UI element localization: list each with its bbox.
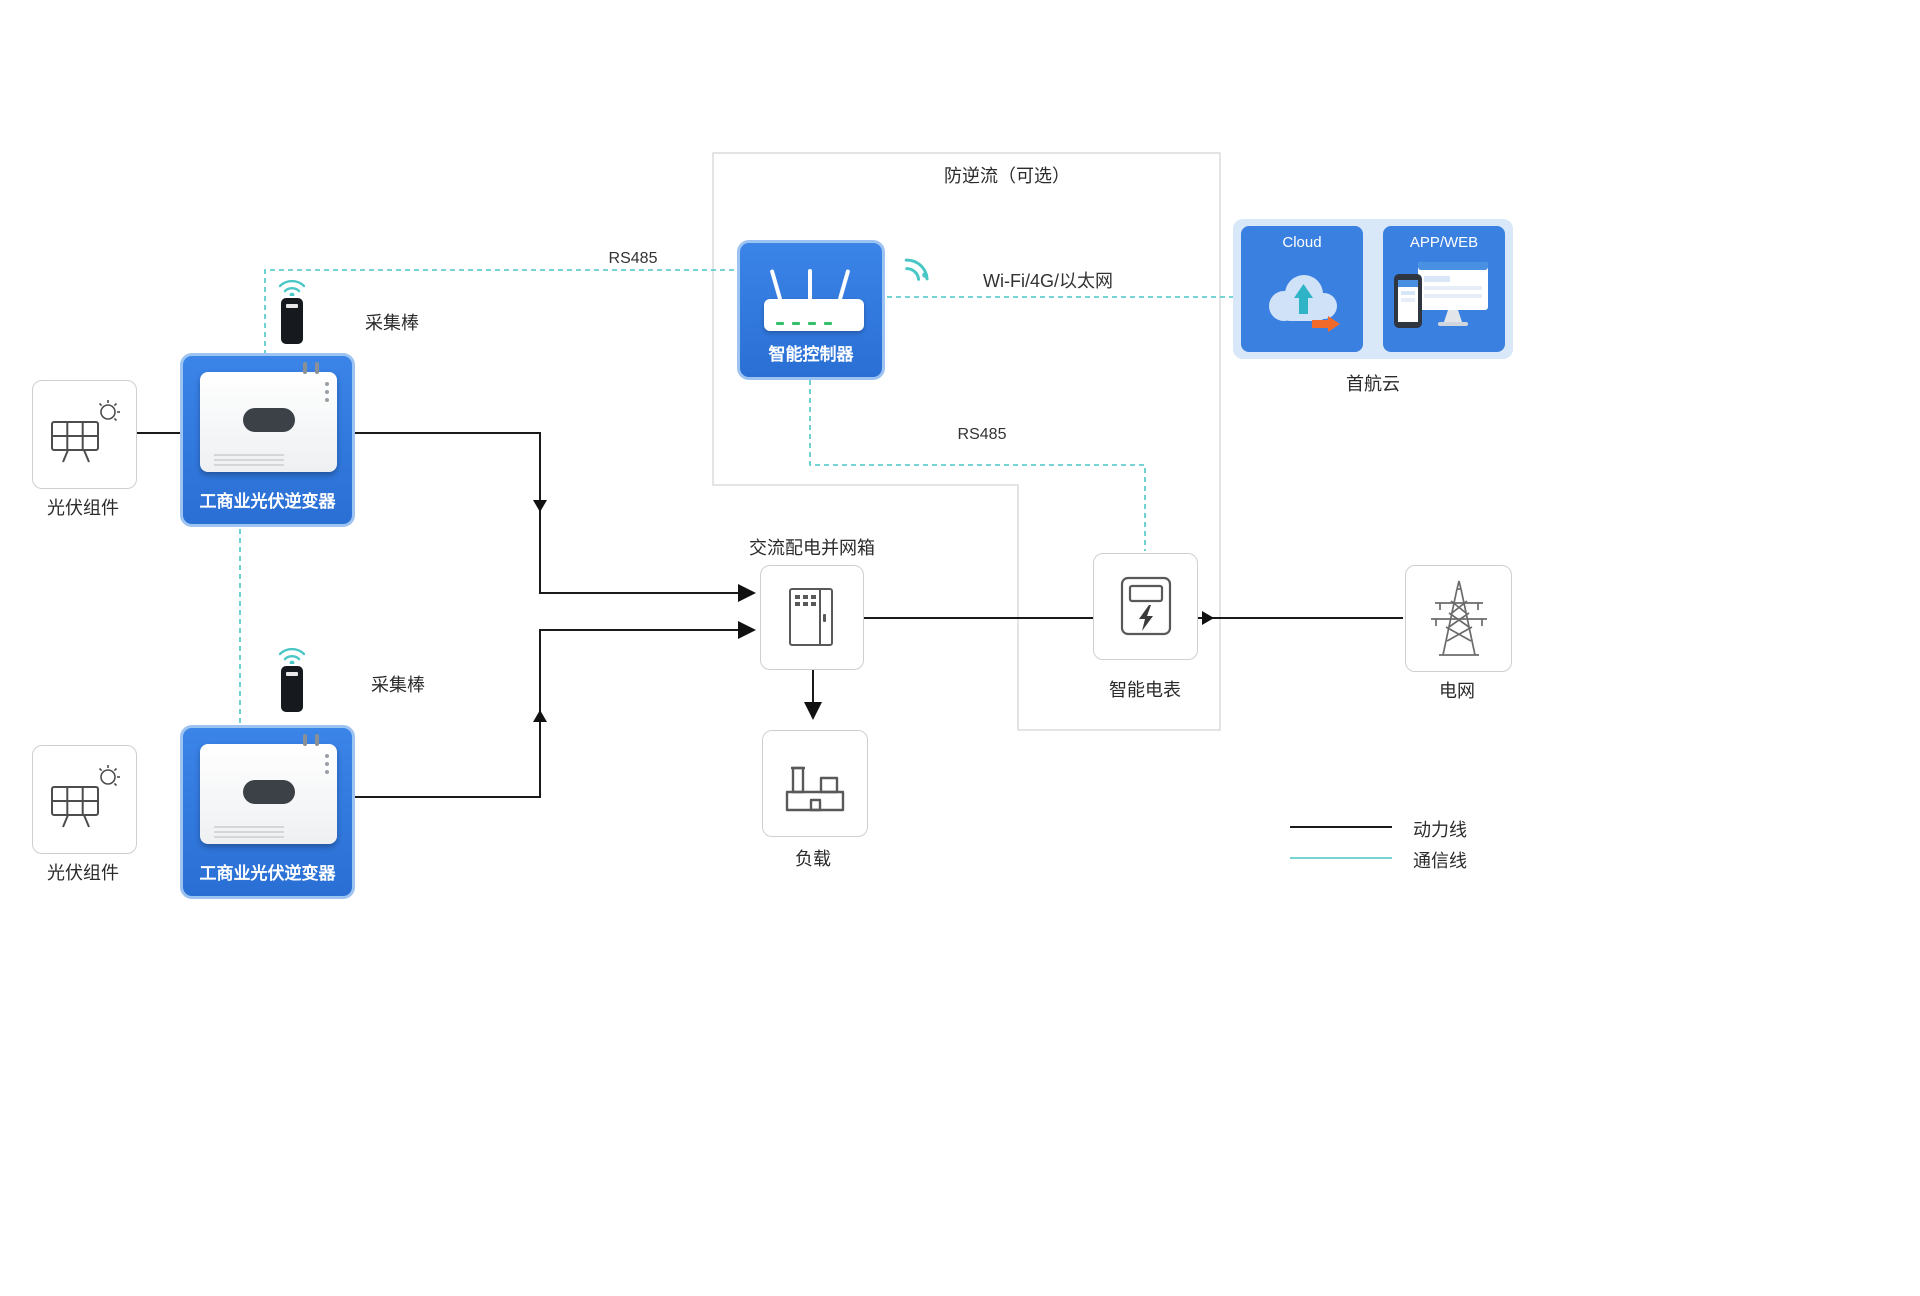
stick-device bbox=[281, 666, 303, 712]
legend-comm-label: 通信线 bbox=[1413, 851, 1467, 871]
cloud-group: Cloud APP/WEB bbox=[1233, 219, 1513, 359]
smart-meter-box bbox=[1093, 553, 1198, 660]
router-antenna-icon bbox=[808, 269, 812, 301]
ac-distribution-box bbox=[760, 565, 864, 670]
appweb-panel: APP/WEB bbox=[1383, 226, 1505, 352]
inverter-1: 工商业光伏逆变器 bbox=[180, 353, 355, 527]
vent-line bbox=[214, 464, 284, 466]
router-device bbox=[764, 299, 864, 331]
anti-backflow-zone-label: 防逆流（可选） bbox=[944, 166, 1070, 186]
stick-device bbox=[281, 298, 303, 344]
cloud-panel: Cloud bbox=[1241, 226, 1363, 352]
pv-module-1 bbox=[32, 380, 137, 489]
cloud-panel-title: Cloud bbox=[1282, 234, 1322, 251]
legend-power-label: 动力线 bbox=[1413, 820, 1467, 840]
antenna-icon bbox=[303, 734, 307, 746]
collector-stick-2 bbox=[268, 630, 316, 716]
terminal-dot bbox=[325, 770, 329, 774]
electric-cabinet-icon bbox=[789, 587, 833, 646]
transmission-tower-icon bbox=[1430, 580, 1487, 656]
vent-line bbox=[214, 459, 284, 461]
solar-panel-icon bbox=[50, 764, 120, 827]
rs485-top-label: RS485 bbox=[608, 250, 658, 267]
terminal-dot bbox=[325, 754, 329, 758]
load-box bbox=[762, 730, 868, 837]
grid-label: 电网 bbox=[1439, 681, 1475, 701]
cloud-caption: 首航云 bbox=[1346, 374, 1400, 394]
inverter-display bbox=[242, 408, 295, 432]
wifi-link-label: Wi-Fi/4G/以太网 bbox=[983, 271, 1113, 291]
grid-box bbox=[1405, 565, 1512, 672]
led-light bbox=[776, 322, 784, 325]
terminal-dot bbox=[325, 398, 329, 402]
cloud-upload-icon bbox=[1269, 275, 1340, 332]
terminal-dot bbox=[325, 382, 329, 386]
led-light bbox=[808, 322, 816, 325]
communication-lines bbox=[239, 269, 1237, 723]
router-antenna-icon bbox=[769, 269, 783, 301]
wifi-signal-icon bbox=[278, 279, 306, 296]
solar-panel-icon bbox=[50, 399, 120, 462]
inverter-2: 工商业光伏逆变器 bbox=[180, 725, 355, 899]
wifi-icon bbox=[896, 246, 940, 290]
pv-module-2 bbox=[32, 745, 137, 854]
smart-meter-label: 智能电表 bbox=[1109, 680, 1181, 700]
load-label: 负载 bbox=[795, 849, 831, 869]
inverter-2-label: 工商业光伏逆变器 bbox=[199, 864, 336, 883]
terminal-dot bbox=[325, 762, 329, 766]
factory-icon bbox=[785, 766, 845, 811]
app-web-devices-icon bbox=[1394, 262, 1488, 328]
terminal-dot bbox=[325, 390, 329, 394]
flow-arrows bbox=[533, 500, 1214, 722]
antenna-icon bbox=[303, 362, 307, 374]
collector-stick-2-label: 采集棒 bbox=[371, 675, 425, 695]
pv-module-2-label: 光伏组件 bbox=[47, 863, 119, 883]
vent-line bbox=[214, 831, 284, 833]
vent-line bbox=[214, 826, 284, 828]
collector-stick-1 bbox=[268, 262, 316, 348]
appweb-panel-title: APP/WEB bbox=[1409, 234, 1479, 251]
router-antenna-icon bbox=[837, 269, 851, 301]
inverter-1-label: 工商业光伏逆变器 bbox=[199, 492, 336, 511]
inverter-display bbox=[242, 780, 295, 804]
antenna-icon bbox=[315, 734, 319, 746]
ac-box-label: 交流配电并网箱 bbox=[749, 538, 875, 558]
vent-line bbox=[214, 454, 284, 456]
pv-module-1-label: 光伏组件 bbox=[47, 498, 119, 518]
smart-controller: 智能控制器 bbox=[737, 240, 885, 380]
smart-controller-label: 智能控制器 bbox=[768, 345, 854, 364]
inverter-device-image bbox=[200, 362, 337, 472]
anti-backflow-zone-outline bbox=[712, 152, 1221, 731]
collector-stick-1-label: 采集棒 bbox=[365, 313, 419, 333]
smart-meter-icon bbox=[1120, 576, 1171, 635]
led-light bbox=[792, 322, 800, 325]
wifi-signal-icon bbox=[278, 647, 306, 664]
rs485-meter-label: RS485 bbox=[957, 426, 1007, 443]
antenna-icon bbox=[315, 362, 319, 374]
inverter-device-image bbox=[200, 734, 337, 844]
led-light bbox=[824, 322, 832, 325]
vent-line bbox=[214, 836, 284, 838]
